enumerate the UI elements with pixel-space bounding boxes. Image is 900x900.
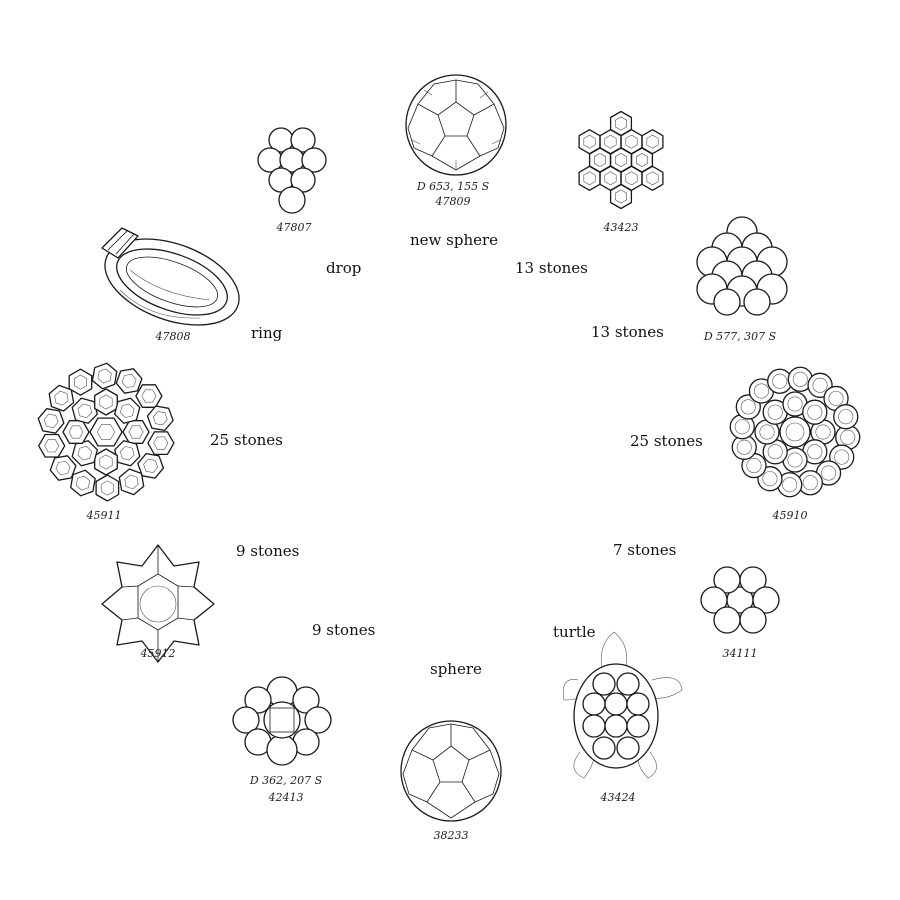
stones13-a-drawing <box>578 110 664 210</box>
stones13-b-drawing <box>696 216 788 316</box>
label-7-stones: 7 stones <box>613 541 677 559</box>
label-25-stones-right: 25 stones <box>630 432 703 450</box>
drop-drawing <box>257 127 327 214</box>
code-13-stones-b: D 577, 307 S <box>703 330 777 343</box>
code-drop: 47807 <box>276 221 312 234</box>
label-new-sphere: new sphere <box>410 231 499 249</box>
code-25-stones-left: 45911 <box>86 509 122 522</box>
label-13-stones-a: 13 stones <box>515 259 588 277</box>
stones25-left-drawing <box>37 362 175 502</box>
turtle-drawing <box>563 631 683 779</box>
label-sphere: sphere <box>430 660 482 678</box>
new-sphere-drawing <box>405 74 507 176</box>
stones25-right-drawing <box>729 366 861 498</box>
code-new-sphere-a: D 653, 155 S <box>416 180 490 193</box>
code-25-stones-right: 45910 <box>772 509 808 522</box>
code-ring: 47808 <box>155 330 191 343</box>
code-turtle: 43424 <box>600 791 636 804</box>
ring-drawing <box>101 227 240 326</box>
code-9-stones-b-b: 42413 <box>268 791 304 804</box>
sphere-drawing <box>400 720 502 822</box>
label-ring: ring <box>251 324 283 342</box>
stones7-drawing <box>700 566 780 634</box>
code-7-stones: 34111 <box>722 647 758 660</box>
code-13-stones-a: 43423 <box>603 221 639 234</box>
label-drop: drop <box>326 259 362 277</box>
code-9-stones-b-a: D 362, 207 S <box>249 774 323 787</box>
label-9-stones-b: 9 stones <box>312 621 376 639</box>
label-13-stones-b: 13 stones <box>591 323 664 341</box>
label-25-stones-left: 25 stones <box>210 431 283 449</box>
stones9-a-drawing <box>101 544 215 663</box>
code-9-stones-a: 45912 <box>140 647 176 660</box>
label-9-stones-a: 9 stones <box>236 542 300 560</box>
code-sphere: 38233 <box>433 829 469 842</box>
code-new-sphere-b: 47809 <box>435 195 471 208</box>
stones9-b-drawing <box>232 676 332 766</box>
label-turtle: turtle <box>553 623 596 641</box>
